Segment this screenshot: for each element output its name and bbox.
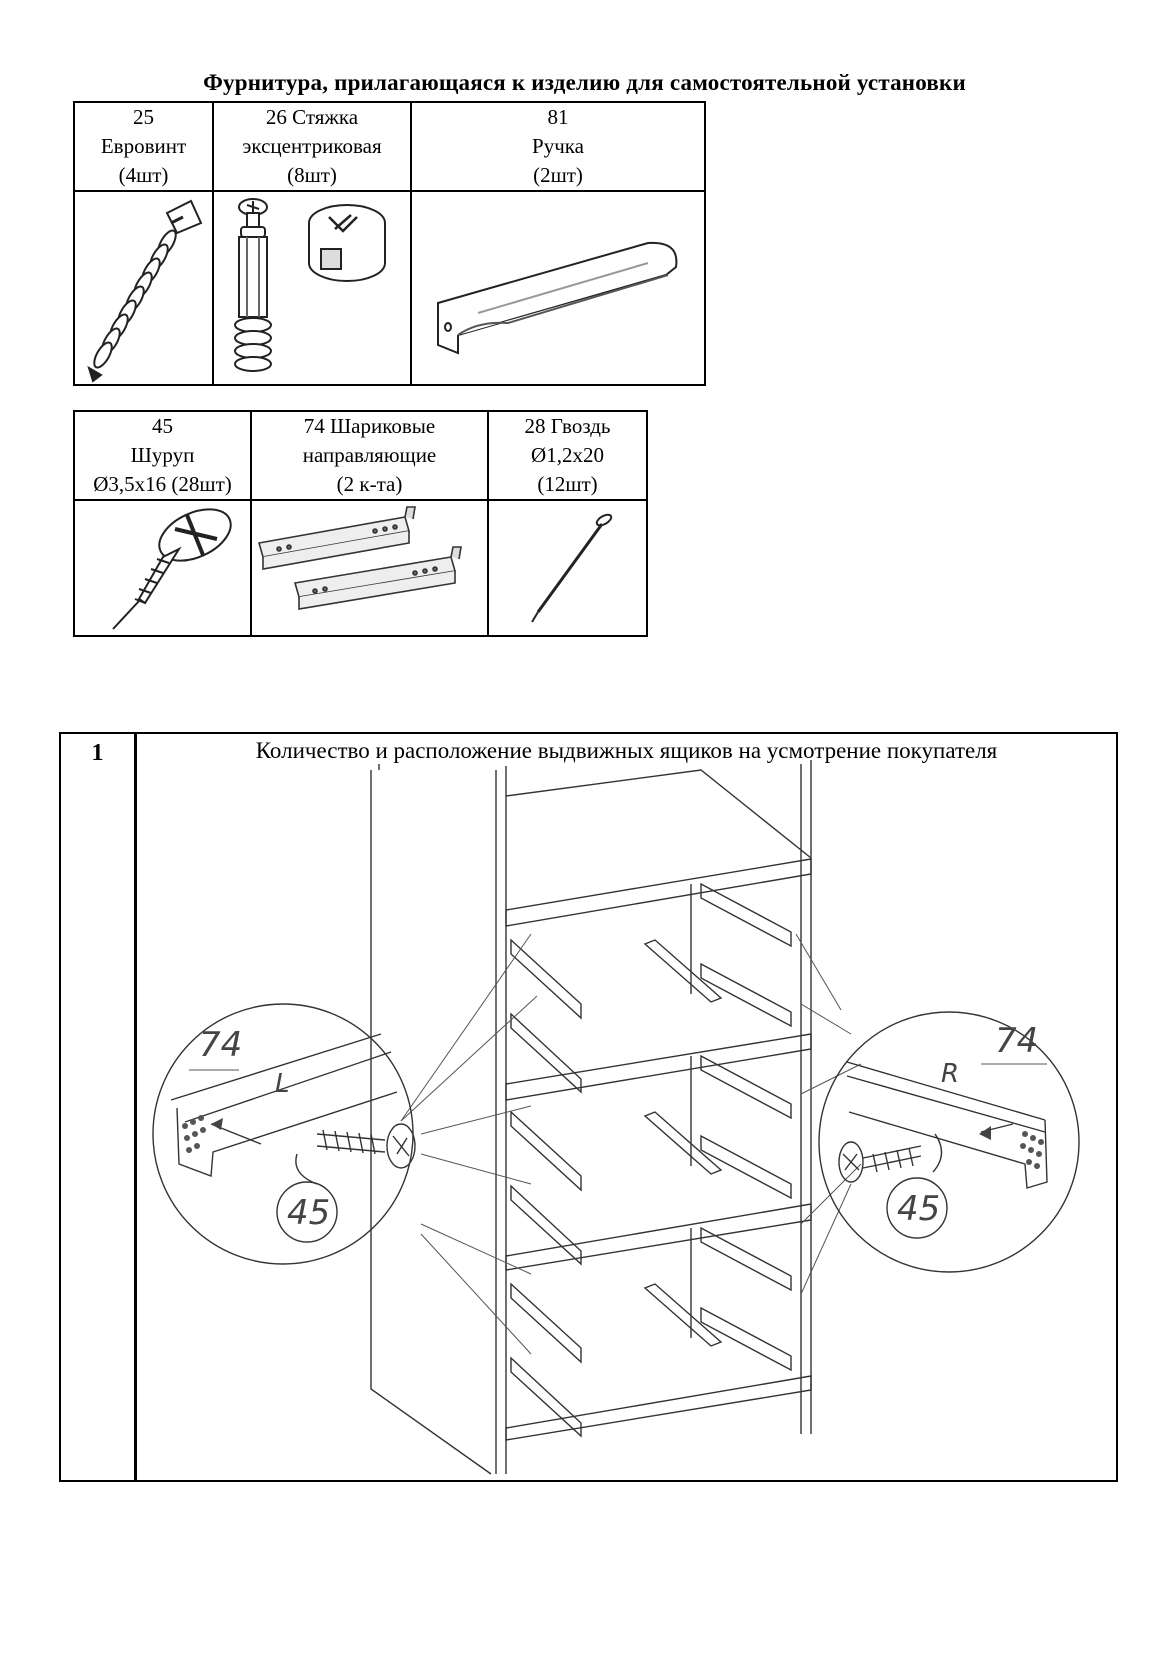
drawer-slide-installation-diagram: 74 L 45 74 — [152, 760, 1080, 1475]
drawer-slide — [510, 1012, 582, 1094]
drawer-slide — [643, 1111, 723, 1175]
drawer-slide — [510, 938, 582, 1020]
handle-icon — [437, 241, 678, 355]
leader-lines — [400, 933, 862, 1355]
eccentric-coupler-icon — [234, 198, 386, 372]
detail-left-screw-label: 45 — [287, 1193, 330, 1233]
drawer-slide — [510, 1356, 582, 1438]
hardware-table-1: 25 Евровинт (4шт) 26 Стяжка эксцентриков… — [73, 101, 706, 386]
drawer-slide — [643, 1283, 723, 1347]
drawer-slide — [700, 962, 792, 1028]
hardware-cell-screw: 45 Шуруп Ø3,5х16 (28шт) — [73, 410, 252, 501]
drawer-slide — [510, 1184, 582, 1266]
drawer-slide — [700, 1306, 792, 1372]
hardware-cell-euro-screw: 25 Евровинт (4шт) — [73, 101, 214, 192]
nail-icon — [530, 513, 612, 623]
euro-screw-icon — [86, 199, 202, 383]
cabinet-carcass — [495, 760, 812, 1474]
drawer-slide — [510, 1110, 582, 1192]
screw-icon — [111, 508, 232, 630]
detail-left-part-label: 74 — [199, 1025, 242, 1065]
hardware-table-2: 45 Шуруп Ø3,5х16 (28шт) 74 Шариковые нап… — [73, 410, 648, 637]
detail-left-side-label: L — [275, 1069, 290, 1099]
drawer-slide — [643, 939, 723, 1003]
assembly-step-1: 1 Количество и расположение выдвижных ящ… — [59, 732, 1118, 1482]
step-number: 1 — [61, 734, 137, 1480]
ball-slides-icon — [257, 506, 462, 610]
cabinet-side-panel — [370, 764, 492, 1475]
page-title: Фурнитура, прилагающаяся к изделию для с… — [203, 70, 966, 95]
drawer-slide — [510, 1282, 582, 1364]
detail-right-side-label: R — [941, 1059, 959, 1089]
drawer-slide — [700, 882, 792, 948]
hardware-cell-handle: 81 Ручка (2шт) — [410, 101, 706, 192]
drawer-slides — [510, 882, 792, 1438]
detail-right-screw-label: 45 — [897, 1189, 940, 1229]
detail-right-part-label: 74 — [995, 1021, 1038, 1061]
drawer-slide — [700, 1134, 792, 1200]
drawer-slide — [700, 1226, 792, 1292]
step-caption: Количество и расположение выдвижных ящик… — [255, 738, 998, 763]
hardware-cell-ball-slides: 74 Шариковые направляющие (2 к-та) — [250, 410, 489, 501]
hardware-cell-nail: 28 Гвоздь Ø1,2х20 (12шт) — [487, 410, 648, 501]
hardware-cell-eccentric: 26 Стяжка эксцентриковая (8шт) — [212, 101, 412, 192]
detail-right-circle: 74 R 45 — [818, 1011, 1080, 1273]
drawer-slide — [700, 1054, 792, 1120]
detail-left-circle: 74 L 45 — [152, 1003, 416, 1265]
